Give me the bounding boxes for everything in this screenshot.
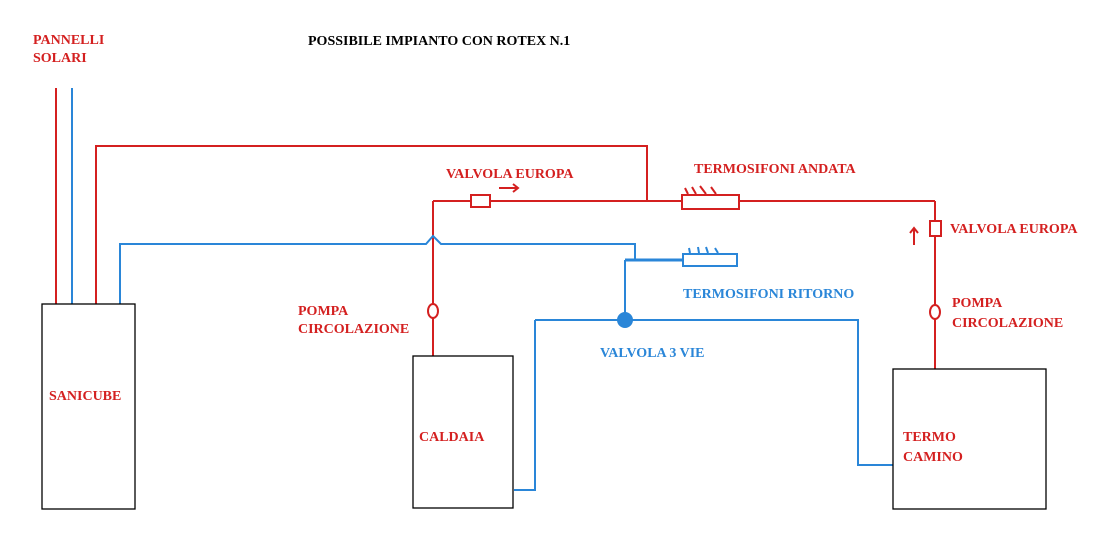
sanicube-tank (41, 303, 136, 510)
label-camino: CAMINO (903, 450, 963, 465)
label-circolazione-right: CIRCOLAZIONE (952, 316, 1063, 331)
label-termo: TERMO (903, 430, 956, 445)
diagram-title: POSSIBILE IMPIANTO CON ROTEX N.1 (308, 34, 570, 49)
pompa-right-icon (929, 304, 941, 320)
label-circolazione-left: CIRCOLAZIONE (298, 322, 409, 337)
cold-pipes (71, 88, 893, 491)
label-termosifoni-ritorno: TERMOSIFONI RITORNO (683, 287, 854, 302)
label-pompa-right: POMPA (952, 296, 1003, 311)
termo-camino (892, 368, 1047, 510)
valvola-europa-left (470, 194, 491, 208)
label-valvola-3-vie: VALVOLA 3 VIE (600, 346, 705, 361)
pompa-left-icon (427, 303, 439, 319)
label-caldaia: CALDAIA (419, 430, 485, 445)
hot-pipes (55, 88, 936, 369)
label-valvola-europa-right: VALVOLA EUROPA (950, 222, 1078, 237)
caldaia-boiler (412, 355, 514, 509)
label-valvola-europa-left: VALVOLA EUROPA (446, 167, 574, 182)
label-termosifoni-andata: TERMOSIFONI ANDATA (694, 162, 857, 177)
label-sanicube: SANICUBE (49, 389, 121, 404)
label-solari: SOLARI (33, 51, 87, 66)
label-pannelli: PANNELLI (33, 33, 104, 48)
radiator-ritorno (682, 246, 738, 267)
radiator-andata (681, 185, 740, 210)
label-pompa-left: POMPA (298, 304, 349, 319)
valvola-europa-right (929, 220, 942, 237)
valvola-3-vie-icon (617, 312, 633, 328)
